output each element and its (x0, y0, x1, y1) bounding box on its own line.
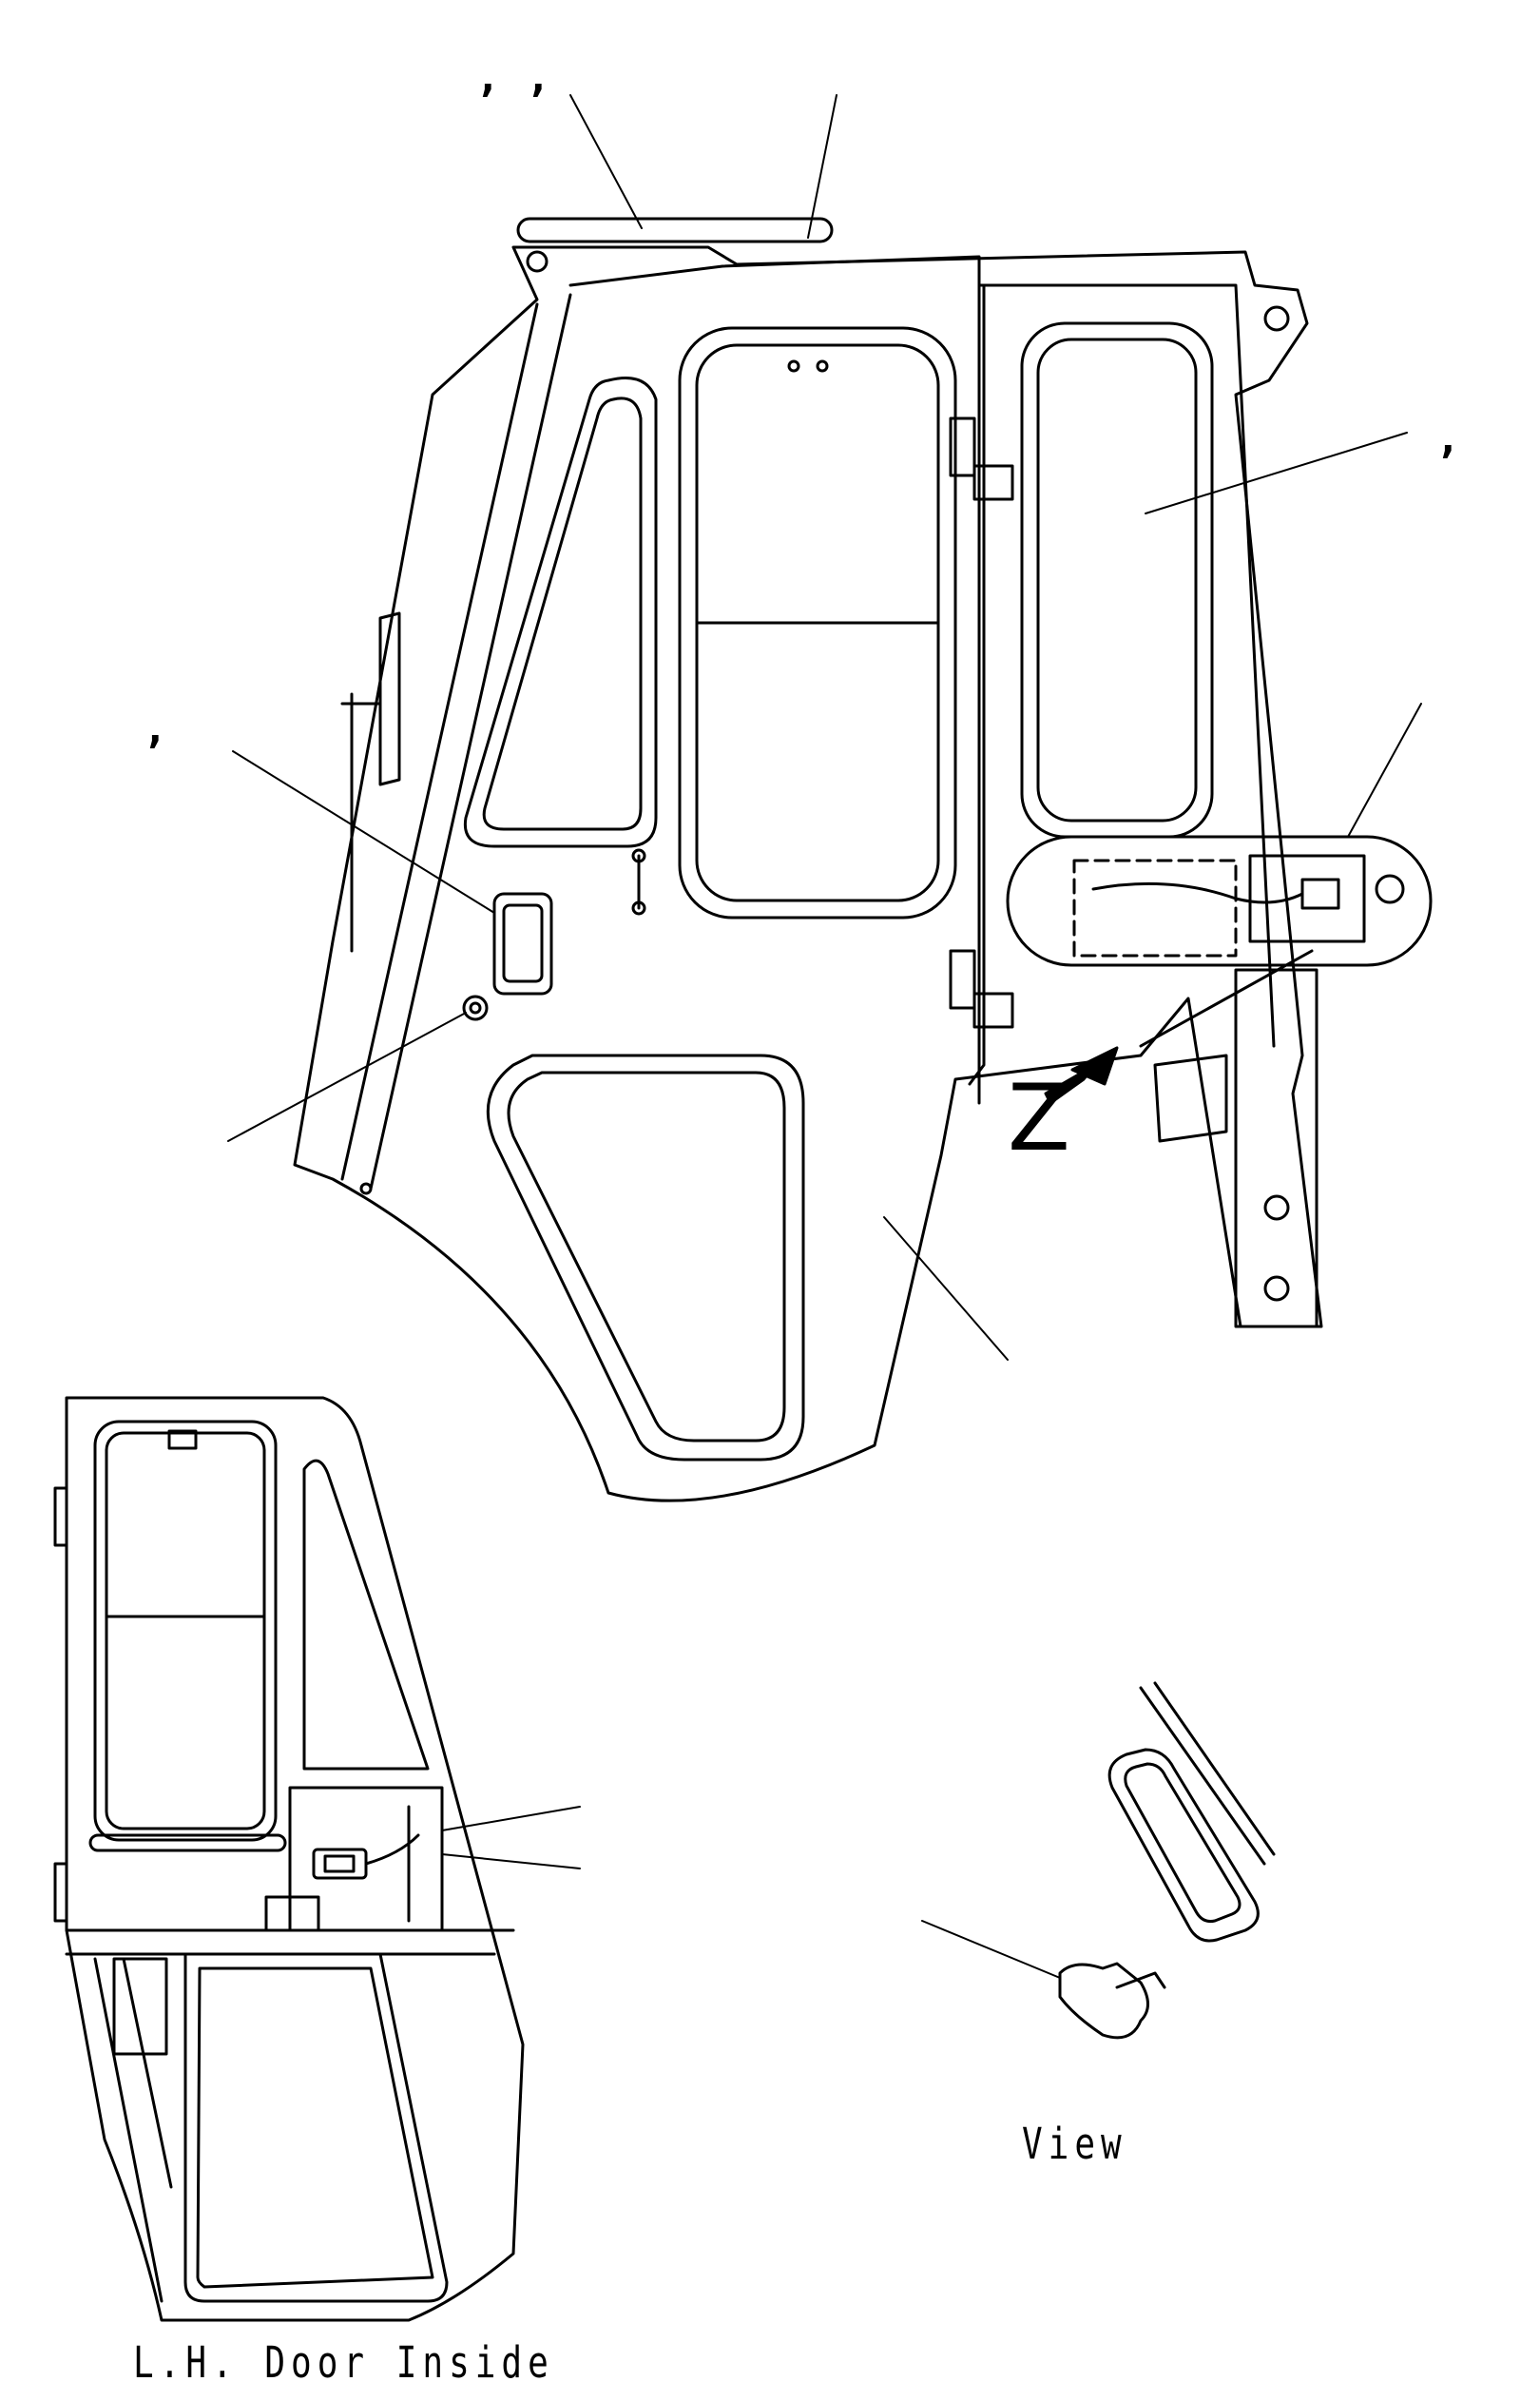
roof-rail (516, 217, 834, 243)
door-window-bolt (816, 359, 829, 373)
rear-window-outer (1020, 321, 1214, 839)
lh-door-side-window (302, 1459, 430, 1771)
lh-door-top-clip (167, 1429, 198, 1450)
leader-line-door-panel (883, 1216, 1009, 1361)
cab-rear-pillar (977, 283, 1276, 1048)
lh-door-hinge-stub (53, 1862, 68, 1923)
lh-door-hinge-stub (53, 1486, 68, 1547)
leader-line-view-seal (921, 1920, 1061, 1979)
door-window-bolt (787, 359, 800, 373)
pillar-bolt (1263, 1275, 1290, 1302)
pillar-bolt (1263, 1194, 1290, 1221)
rear-window-inner (1036, 338, 1198, 823)
label-left-comma: , (143, 705, 168, 753)
leader-line-lock-upper (441, 1806, 581, 1831)
detail-lock-slot (1300, 878, 1340, 910)
lh-door-upper-window-inner (105, 1431, 266, 1830)
view-window-outer (1107, 1748, 1260, 1943)
lower-window-outer (486, 1054, 805, 1462)
mirror-arm (340, 692, 382, 953)
cab-front-pillar (568, 255, 981, 1105)
lh-door-lower-block (264, 1895, 320, 1932)
label-right-comma: , (1435, 415, 1461, 463)
lh-door-inside-view (53, 1396, 525, 2322)
front-window-outer (463, 377, 658, 848)
door-latch-rod-end (631, 900, 646, 916)
leader-line-lock-lower (441, 1853, 581, 1869)
label-top-commas: , , (475, 53, 551, 102)
door-stop-rod (1139, 949, 1314, 1048)
leader-lines-lower (441, 1806, 581, 1869)
lh-door-lower-window-outer (183, 1952, 449, 2303)
caption-lh-door-inside: L.H. Door Inside (133, 2339, 554, 2389)
mount-bolt (1263, 305, 1290, 332)
rear-pillar-plate (1234, 968, 1319, 1328)
lh-door-outline (65, 1396, 525, 2322)
detail-dashed-box (1072, 859, 1238, 958)
lh-door-upper-window-outer (93, 1420, 278, 1842)
leader-line-handle (232, 750, 495, 914)
view-z-detail (1058, 1681, 1276, 2040)
cab-front-edge (340, 293, 572, 1191)
side-mirror (378, 611, 401, 786)
front-window-inner (482, 397, 643, 831)
detail-cable (1091, 881, 1304, 904)
lh-door-lock-panel (288, 1786, 444, 1932)
door-lock-knob-center (469, 1001, 482, 1015)
mount-bolt (526, 250, 549, 273)
mount-bolt (359, 1182, 373, 1195)
door-lock-knob (462, 995, 489, 1021)
detail-callout-outline (1006, 835, 1433, 967)
leader-line-roof (807, 94, 837, 239)
door-stop-bracket (1153, 1054, 1228, 1143)
label-view-z: Z (1008, 1065, 1070, 1171)
leader-line-detail (1347, 703, 1422, 838)
leader-lines-upper (227, 94, 1422, 1361)
lower-window-inner (507, 1071, 786, 1443)
detail-bolt (1375, 874, 1405, 904)
lh-door-lower-window-inner (196, 1966, 434, 2289)
lh-door-lock-linkage (364, 1805, 420, 1923)
view-seal-profile (1058, 1962, 1166, 2040)
upper-hinge (972, 464, 1014, 501)
door-window-outer (678, 326, 957, 920)
lh-door-lock-handle (312, 1848, 368, 1880)
view-arrow-icon (1044, 1046, 1119, 1105)
lh-door-post (112, 1957, 168, 2056)
door-grab-handle-inner (502, 903, 544, 983)
door-grab-handle (492, 892, 553, 996)
lh-door-lock-handle-inner (323, 1854, 356, 1873)
leader-line-roof-rail (569, 94, 643, 229)
lower-hinge (972, 992, 1014, 1029)
view-frame-edge (1139, 1681, 1276, 1866)
cab-side-view (293, 217, 1433, 1502)
lh-door-diagonal-strut (93, 1957, 173, 2303)
leader-line-rear-window (1145, 432, 1408, 514)
cab-outer-body (293, 245, 1323, 1502)
door-latch-rod-end (631, 848, 646, 863)
leader-line-knob (227, 1012, 467, 1142)
view-window-inner (1124, 1762, 1242, 1923)
lh-door-grab-bar (88, 1833, 287, 1852)
lower-hinge (949, 949, 976, 1010)
caption-view: View (1022, 2120, 1127, 2170)
upper-hinge (949, 416, 976, 477)
detail-lock-plate (1248, 854, 1366, 943)
cab-pillar-inner (968, 283, 986, 1086)
